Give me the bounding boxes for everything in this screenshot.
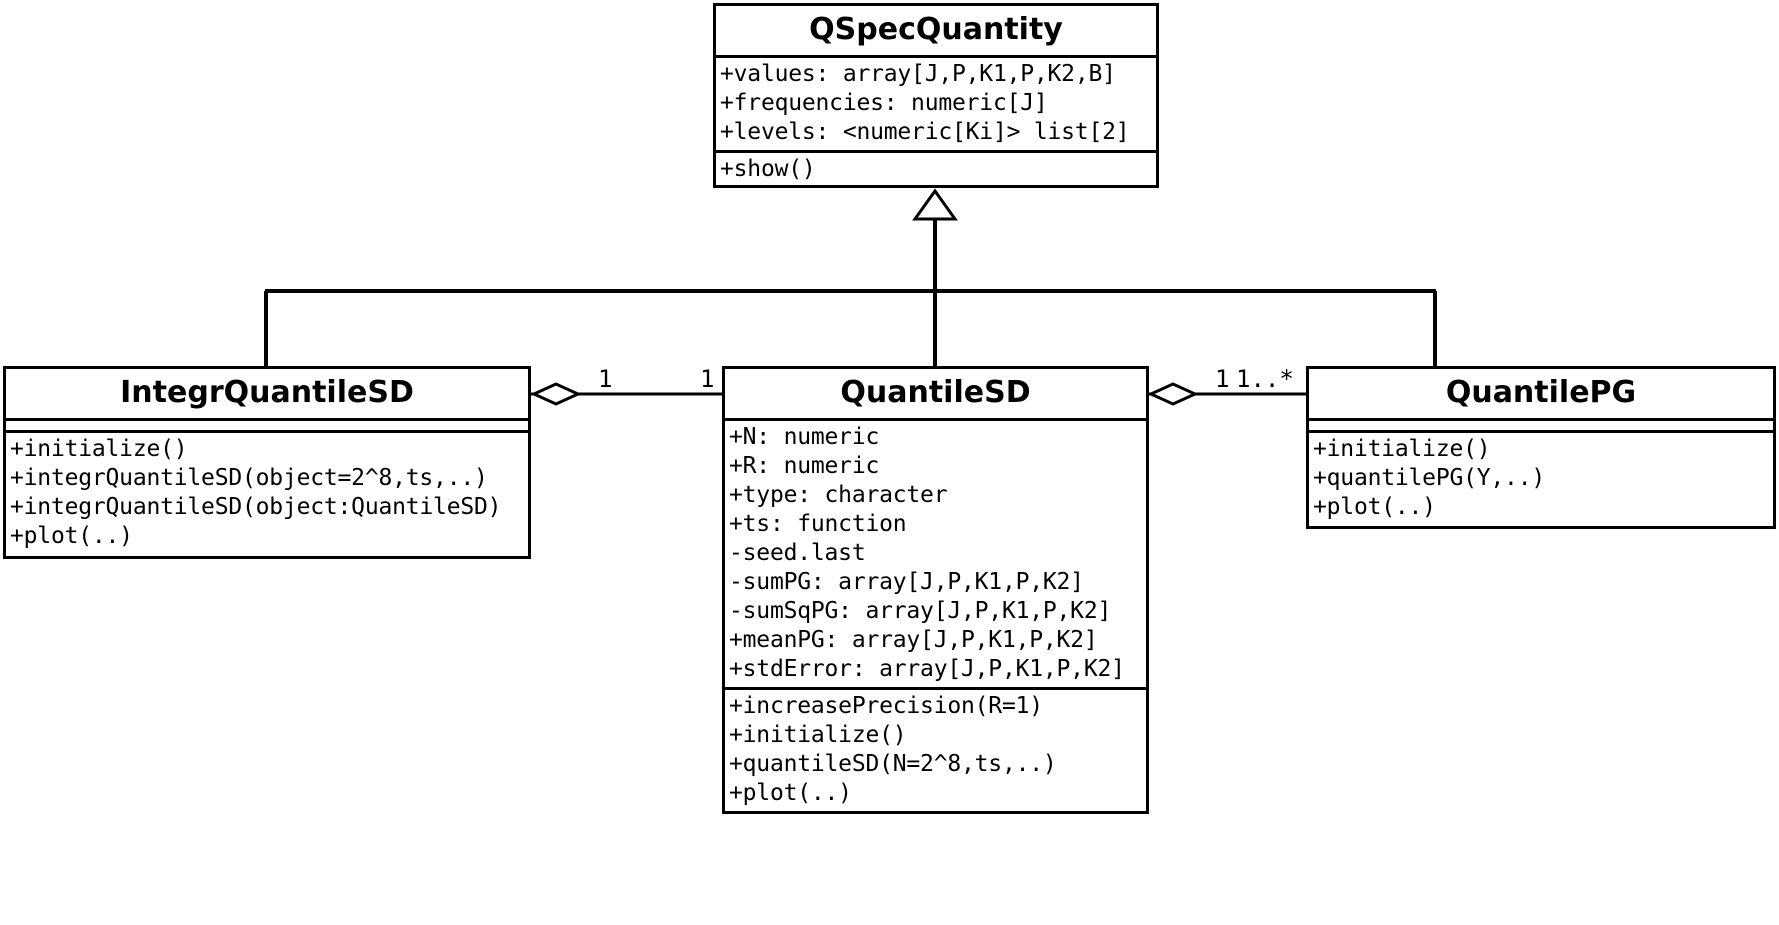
attribute-row: +R: numeric: [729, 453, 880, 479]
divider: [6, 430, 528, 433]
class-title-quantilesd: QuantileSD: [840, 375, 1031, 410]
attribute-row: +N: numeric: [729, 424, 880, 450]
method-row: +show(): [720, 156, 816, 182]
attribute-row: +type: character: [729, 482, 948, 508]
class-title-integrquantilesd: IntegrQuantileSD: [120, 375, 414, 410]
class-box-integrquantilesd[interactable]: IntegrQuantileSD +initialize() +integrQu…: [3, 366, 531, 559]
attribute-row: +frequencies: numeric[J]: [720, 90, 1048, 116]
divider: [6, 418, 528, 421]
class-box-quantilesd[interactable]: QuantileSD +N: numeric +R: numeric +type…: [722, 366, 1149, 814]
divider: [1309, 430, 1773, 433]
divider: [716, 150, 1156, 153]
method-row: +quantilePG(Y,..): [1313, 465, 1546, 491]
method-row: +plot(..): [729, 780, 852, 806]
method-row: +initialize(): [10, 436, 188, 462]
methods-quantilepg: +initialize() +quantilePG(Y,..) +plot(..…: [1309, 433, 1773, 525]
divider: [725, 687, 1146, 690]
attributes-quantilesd: +N: numeric +R: numeric +type: character…: [725, 421, 1146, 687]
attributes-quantilepg: [1309, 421, 1773, 430]
attribute-row: +stdError: array[J,P,K1,P,K2]: [729, 656, 1125, 682]
generalization-arrow-qspecquantity: [912, 188, 958, 291]
attribute-row: -seed.last: [729, 540, 866, 566]
attributes-integrquantilesd: [6, 421, 528, 430]
method-row: +integrQuantileSD(object=2^8,ts,..): [10, 465, 488, 491]
methods-quantilesd: +increasePrecision(R=1) +initialize() +q…: [725, 690, 1146, 811]
attribute-row: +levels: <numeric[Ki]> list[2]: [720, 119, 1130, 145]
attributes-qspecquantity: +values: array[J,P,K1,P,K2,B] +frequenci…: [716, 58, 1156, 150]
method-row: +integrQuantileSD(object:QuantileSD): [10, 494, 502, 520]
method-row: +plot(..): [10, 523, 133, 549]
aggregation-integrquantilesd-quantilesd: [530, 382, 722, 406]
attribute-row: -sumSqPG: array[J,P,K1,P,K2]: [729, 598, 1112, 624]
attribute-row: -sumPG: array[J,P,K1,P,K2]: [729, 569, 1084, 595]
methods-qspecquantity: +show(): [716, 153, 1156, 187]
multiplicity-left-target: 1: [700, 365, 715, 393]
class-box-quantilepg[interactable]: QuantilePG +initialize() +quantilePG(Y,.…: [1306, 366, 1776, 529]
method-row: +quantileSD(N=2^8,ts,..): [729, 751, 1057, 777]
class-title-qspecquantity: QSpecQuantity: [809, 12, 1063, 47]
multiplicity-left-source: 1: [598, 365, 613, 393]
multiplicity-right-target: 1..*: [1236, 365, 1294, 393]
method-row: +initialize(): [729, 722, 907, 748]
method-row: +increasePrecision(R=1): [729, 693, 1043, 719]
method-row: +initialize(): [1313, 436, 1491, 462]
class-box-qspecquantity[interactable]: QSpecQuantity +values: array[J,P,K1,P,K2…: [713, 3, 1159, 188]
method-row: +plot(..): [1313, 494, 1436, 520]
attribute-row: +values: array[J,P,K1,P,K2,B]: [720, 61, 1116, 87]
divider: [1309, 418, 1773, 421]
divider: [716, 55, 1156, 58]
attribute-row: +meanPG: array[J,P,K1,P,K2]: [729, 627, 1098, 653]
multiplicity-right-source: 1: [1215, 365, 1230, 393]
attribute-row: +ts: function: [729, 511, 907, 537]
class-title-quantilepg: QuantilePG: [1445, 375, 1637, 410]
methods-integrquantilesd: +initialize() +integrQuantileSD(object=2…: [6, 433, 528, 554]
divider: [725, 418, 1146, 421]
